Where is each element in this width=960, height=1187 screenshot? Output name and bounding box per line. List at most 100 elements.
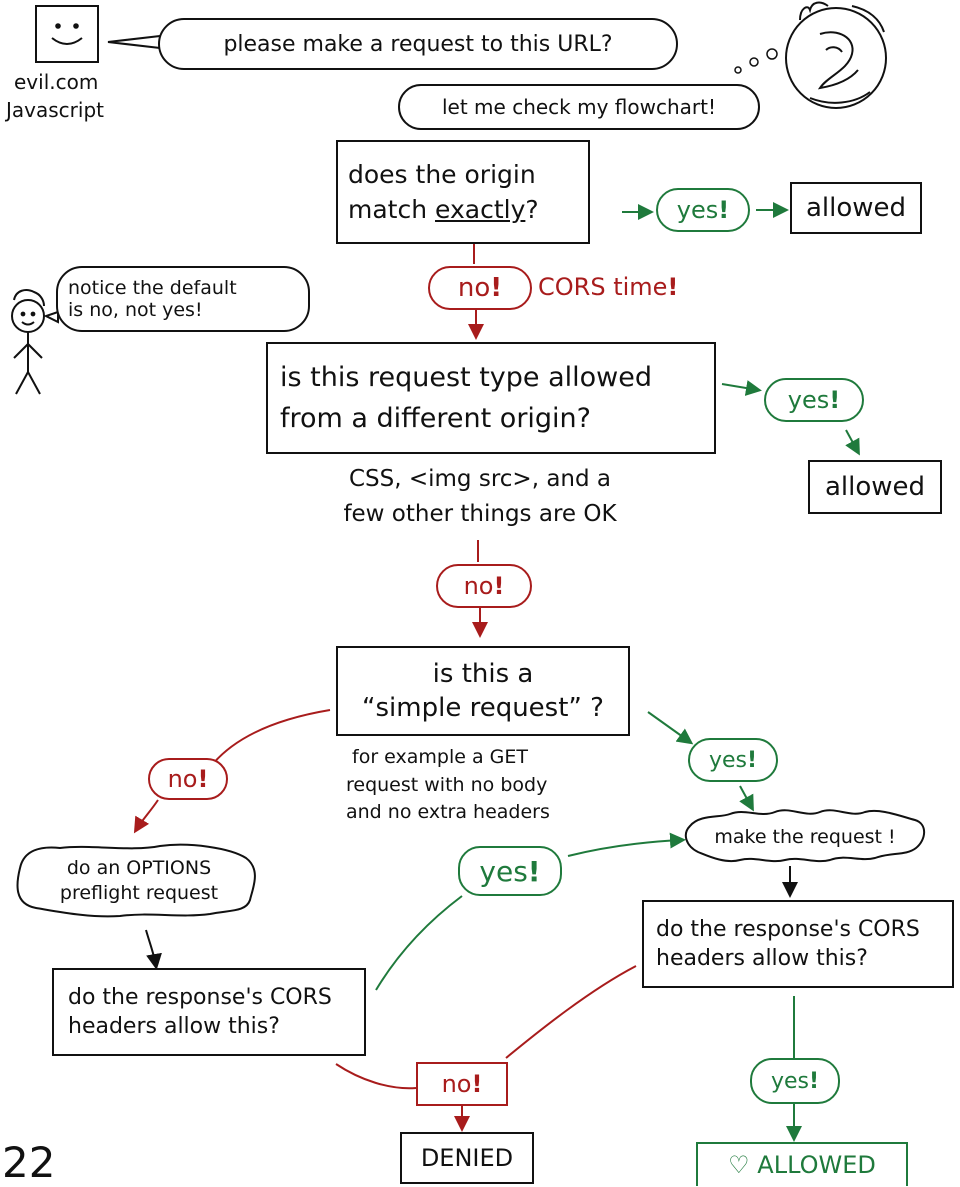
flowchart-thought-bubble: let me check my flowchart! [398, 84, 760, 130]
request-type-box: is this request type allowed from a diff… [266, 342, 716, 454]
allowed-box-1: allowed [790, 182, 922, 234]
thought-dot [766, 48, 778, 60]
arrow-yes-make-2 [567, 832, 686, 857]
origin-line1: does the origin [348, 160, 536, 189]
make-request-text: make the request ! [714, 826, 896, 848]
type-line2: from a different origin? [280, 403, 592, 434]
origin-line2-pre: match [348, 195, 436, 224]
make-request-bubble-text: make the request ! [690, 826, 920, 850]
origin-exactly: exactly [435, 195, 526, 224]
no-1-text: no [457, 273, 491, 303]
no-badge-2: no! [436, 564, 532, 608]
cors-left-line2: headers allow this? [68, 1014, 280, 1039]
line-cors-left-yes [375, 895, 463, 991]
options-bubble-outline [16, 843, 256, 918]
ok-line2: few other things are OK [343, 500, 617, 527]
no-2-text: no [463, 572, 494, 600]
no-2-bang: ! [493, 572, 505, 600]
ok-line1: CSS, <img src>, and a [348, 466, 611, 492]
options-line1: do an OPTIONS [66, 857, 212, 879]
yes-badge-4: yes! [458, 846, 562, 896]
origin-question: ? [525, 195, 539, 224]
yes-4-bang: ! [527, 854, 541, 888]
yes-5-text: yes [770, 1068, 809, 1094]
yes-4-text: yes [479, 854, 528, 888]
cors-left-line1: do the response's CORS [68, 985, 332, 1010]
cors-right-line2: headers allow this? [656, 946, 868, 971]
no-3-text: no [167, 765, 198, 793]
notice-speech-bubble: notice the default is no, not yes! [56, 266, 310, 332]
denied-box: DENIED [400, 1132, 534, 1184]
yes-badge-2: yes! [764, 378, 864, 422]
allowed-final-text: ♡ ALLOWED [728, 1151, 876, 1179]
stick-figure-icon [11, 289, 45, 395]
notice-line2: is no, not yes! [68, 299, 203, 321]
simple-ex-line1: for example a GET [352, 746, 529, 768]
origin-match-box: does the origin match exactly? [336, 140, 590, 244]
make-request-bubble-outline [684, 809, 926, 863]
yes-badge-5: yes! [750, 1058, 840, 1104]
yes-1-bang: ! [718, 196, 730, 224]
flowchart-bubble-text: let me check my flowchart! [442, 95, 716, 119]
yes-2-bang: ! [829, 386, 841, 414]
cors-check-box-left: do the response's CORS headers allow thi… [52, 968, 366, 1056]
simple-line1: is this a [432, 659, 534, 689]
arrow-yes-allowed-2 [845, 429, 860, 456]
cors-check-box-right: do the response's CORS headers allow thi… [642, 900, 954, 988]
yes-badge-1: yes! [656, 188, 750, 232]
simple-request-box: is this a “simple request” ? [336, 646, 630, 736]
arrow-no-options [133, 799, 159, 834]
yes-3-bang: ! [746, 747, 758, 773]
script-label-line2: Javascript [6, 98, 104, 122]
simple-example-note: for example a GET request with no body a… [346, 744, 550, 827]
simple-line2: “simple request” ? [362, 693, 604, 723]
options-line2: preflight request [59, 881, 219, 904]
yes-2-text: yes [787, 386, 830, 414]
cors-right-line1: do the response's CORS [656, 917, 920, 942]
arrow-type-yes [721, 380, 762, 396]
cors-time-text: CORS time [538, 273, 668, 301]
ok-note: CSS, <img src>, and a few other things a… [290, 462, 670, 531]
no-4-text: no [441, 1070, 472, 1098]
arrow-yes-make [739, 785, 754, 812]
denied-text: DENIED [420, 1144, 514, 1172]
line-cors-right-no [505, 965, 637, 1059]
yes-5-bang: ! [808, 1068, 820, 1094]
line-simple-no-left [207, 709, 331, 771]
simple-ex-line3: and no extra headers [346, 801, 550, 824]
script-label-line1: evil.com [14, 70, 99, 94]
cors-time-bang: ! [667, 273, 679, 301]
request-bubble-tail [107, 34, 161, 50]
line-cors-left-no [335, 1063, 417, 1090]
thought-dot [734, 66, 742, 74]
page-number: 22 [2, 1138, 56, 1187]
arrow-options-cors [145, 929, 162, 970]
origin-line2: match exactly? [348, 195, 588, 224]
firefox-logo-icon [785, 1, 887, 109]
no-badge-1: no! [428, 266, 532, 310]
allowed-1-text: allowed [805, 193, 907, 223]
no-3-bang: ! [197, 765, 209, 793]
no-4-bang: ! [471, 1070, 483, 1098]
request-bubble-text: please make a request to this URL? [223, 31, 613, 57]
no-badge-3: no! [148, 758, 228, 800]
request-speech-bubble: please make a request to this URL? [158, 18, 678, 70]
no-1-bang: ! [490, 273, 503, 303]
options-bubble-text: do an OPTIONS preflight request [28, 856, 250, 905]
no-badge-4: no! [416, 1062, 508, 1106]
cors-time-label: CORS time! [538, 272, 678, 302]
notice-line1: notice the default [68, 277, 237, 299]
arrow-simple-yes [647, 711, 694, 745]
yes-3-text: yes [708, 747, 747, 773]
allowed-box-2: allowed [808, 460, 942, 514]
yes-badge-3: yes! [688, 738, 778, 782]
allowed-final-box: ♡ ALLOWED [696, 1142, 908, 1186]
thought-dot [749, 57, 759, 67]
allowed-2-text: allowed [824, 472, 926, 502]
type-line1: is this request type allowed [280, 362, 653, 393]
simple-ex-line2: request with no body [346, 773, 548, 796]
laptop-smiley-icon [35, 5, 99, 63]
yes-1-text: yes [676, 196, 719, 224]
